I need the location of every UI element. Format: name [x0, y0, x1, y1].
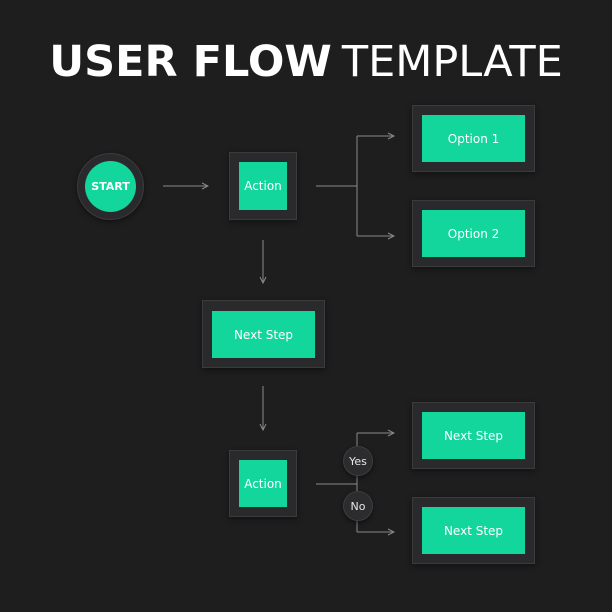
- start-node-label: START: [85, 161, 136, 212]
- action-node-top[interactable]: Action: [229, 152, 297, 220]
- title-bold: USER FLOW: [49, 37, 332, 87]
- option-2-label: Option 2: [422, 210, 525, 257]
- next-step-no-label: Next Step: [422, 507, 525, 554]
- next-step-yes-label: Next Step: [422, 412, 525, 459]
- next-step-node-middle[interactable]: Next Step: [202, 300, 325, 368]
- title-light: TEMPLATE: [341, 37, 563, 87]
- action-node-bottom-label: Action: [239, 460, 287, 507]
- option-2-node[interactable]: Option 2: [412, 200, 535, 267]
- action-node-bottom[interactable]: Action: [229, 450, 297, 517]
- decision-yes-badge[interactable]: Yes: [343, 446, 373, 476]
- next-step-middle-label: Next Step: [212, 311, 315, 358]
- option-1-label: Option 1: [422, 115, 525, 162]
- action-node-top-label: Action: [239, 162, 287, 210]
- next-step-node-no[interactable]: Next Step: [412, 497, 535, 564]
- option-1-node[interactable]: Option 1: [412, 105, 535, 172]
- start-node[interactable]: START: [77, 153, 144, 220]
- next-step-node-yes[interactable]: Next Step: [412, 402, 535, 469]
- decision-no-badge[interactable]: No: [343, 491, 373, 521]
